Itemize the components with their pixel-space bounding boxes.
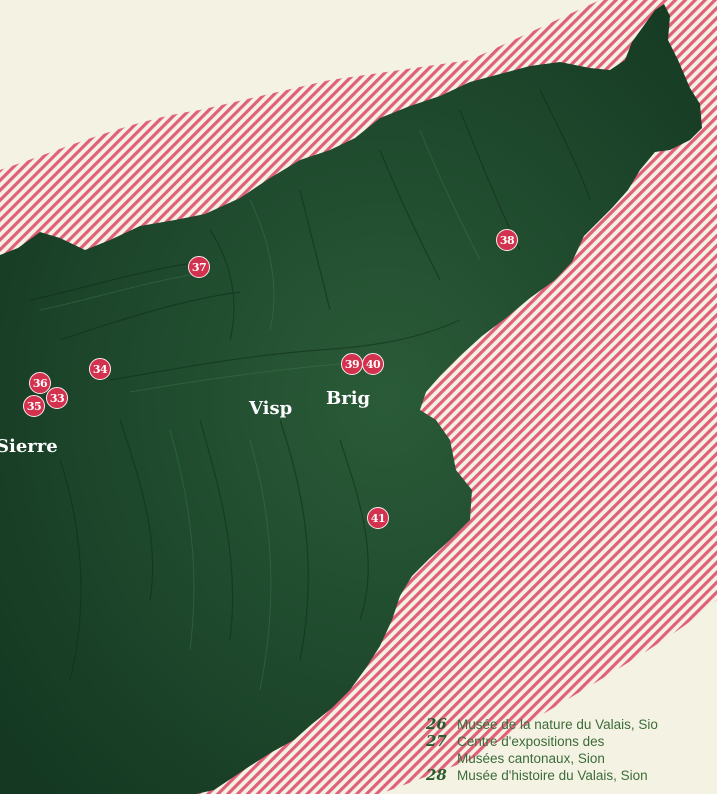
legend-item-27-continued: Musées cantonaux, Sion (426, 750, 717, 767)
canton-terrain (0, 4, 702, 794)
legend-item-28[interactable]: 28 Musée d'histoire du Valais, Sion (426, 767, 717, 784)
site-marker-37[interactable]: 37 (188, 256, 210, 278)
site-marker-40[interactable]: 40 (362, 353, 384, 375)
site-marker-33[interactable]: 33 (46, 387, 68, 409)
site-marker-39[interactable]: 39 (341, 353, 363, 375)
legend-number: 27 (426, 732, 447, 750)
legend-item-27[interactable]: 27 Centre d'expositions des (426, 733, 717, 750)
museum-legend: 26 Musée de la nature du Valais, Sio 27 … (426, 716, 717, 784)
legend-number: 26 (426, 715, 447, 733)
relief-highlights (39, 129, 481, 691)
legend-text: Musée d'histoire du Valais, Sion (457, 768, 648, 783)
legend-item-26[interactable]: 26 Musée de la nature du Valais, Sio (426, 716, 717, 733)
site-marker-34[interactable]: 34 (89, 358, 111, 380)
legend-text: Musée de la nature du Valais, Sio (457, 717, 658, 732)
relief-ridges (29, 89, 591, 681)
site-marker-38[interactable]: 38 (496, 229, 518, 251)
legend-text: Centre d'expositions des (457, 734, 605, 749)
town-label-sierre: Sierre (0, 436, 58, 457)
site-marker-35[interactable]: 35 (23, 395, 45, 417)
legend-text: Musées cantonaux, Sion (457, 751, 605, 766)
site-marker-41[interactable]: 41 (367, 507, 389, 529)
town-label-visp: Visp (249, 398, 293, 419)
legend-number: 28 (426, 766, 447, 784)
site-marker-36[interactable]: 36 (29, 372, 51, 394)
town-label-brig: Brig (326, 388, 371, 409)
